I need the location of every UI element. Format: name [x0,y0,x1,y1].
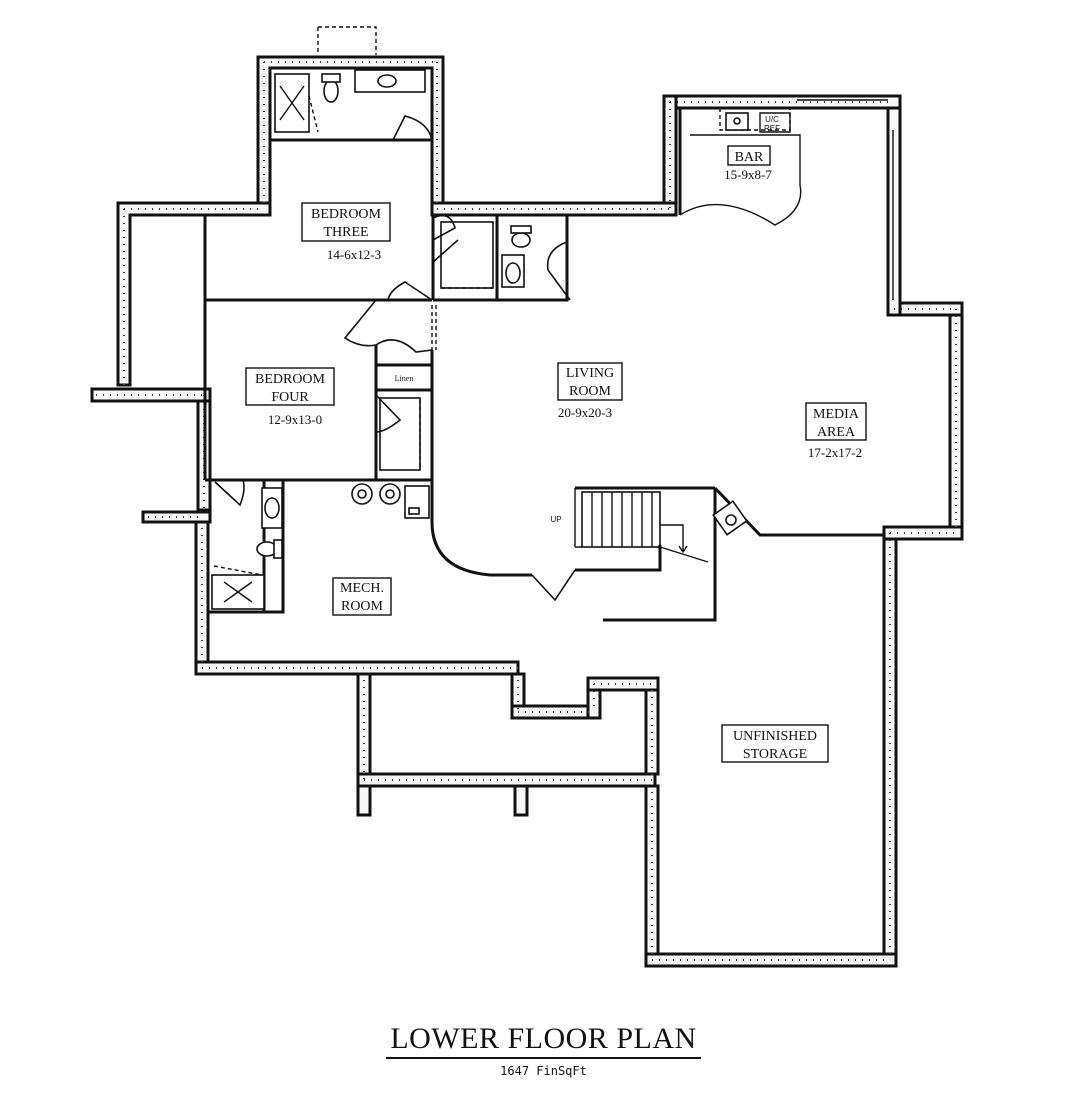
plan-subtitle: 1647 FinSqFt [500,1064,587,1078]
fixture-labels: Linen UP U/C REF [395,115,780,524]
room-bar: BAR 15-9x8-7 [724,145,772,182]
bar-dims: 15-9x8-7 [724,167,772,182]
unfinished-storage-name-1: UNFINISHED [733,729,817,744]
room-mech-room: MECH. ROOM [332,577,392,616]
fixtures [211,26,894,610]
stairs [574,488,709,563]
bedroom-four-name-1: BEDROOM [255,372,326,387]
room-living-room: LIVING ROOM 20-9x20-3 [557,362,623,420]
plan-title: LOWER FLOOR PLAN [0,1022,1087,1059]
bedroom-three-name-2: THREE [323,225,368,240]
bedroom-four-dims: 12-9x13-0 [268,412,322,427]
mech-room-name-1: MECH. [340,581,384,596]
living-room-dims: 20-9x20-3 [558,405,612,420]
room-bedroom-three: BEDROOM THREE 14-6x12-3 [301,202,391,262]
media-area-name-1: MEDIA [813,407,860,422]
room-media-area: MEDIA AREA 17-2x17-2 [805,402,867,460]
wall-hatching [96,61,957,961]
media-area-dims: 17-2x17-2 [808,445,862,460]
doors [214,115,576,602]
room-unfinished-storage: UNFINISHED STORAGE [721,724,829,763]
bedroom-three-dims: 14-6x12-3 [327,247,381,262]
linen-label: Linen [395,374,414,383]
bar-uc-label: U/C [765,115,779,124]
bar-ref-label: REF [764,124,780,133]
living-room-name-2: ROOM [569,384,612,399]
living-room-name-1: LIVING [566,366,614,381]
plan-title-text: LOWER FLOOR PLAN [386,1022,701,1059]
unfinished-storage-name-2: STORAGE [743,747,807,762]
bedroom-four-name-2: FOUR [271,390,309,405]
room-bedroom-four: BEDROOM FOUR 12-9x13-0 [245,367,335,427]
bedroom-three-name-1: BEDROOM [311,207,382,222]
stair-up-label: UP [550,515,561,524]
media-area-name-2: AREA [817,425,856,440]
exterior-walls [90,55,964,968]
mech-room-name-2: ROOM [341,599,384,614]
bar-name: BAR [735,150,764,165]
